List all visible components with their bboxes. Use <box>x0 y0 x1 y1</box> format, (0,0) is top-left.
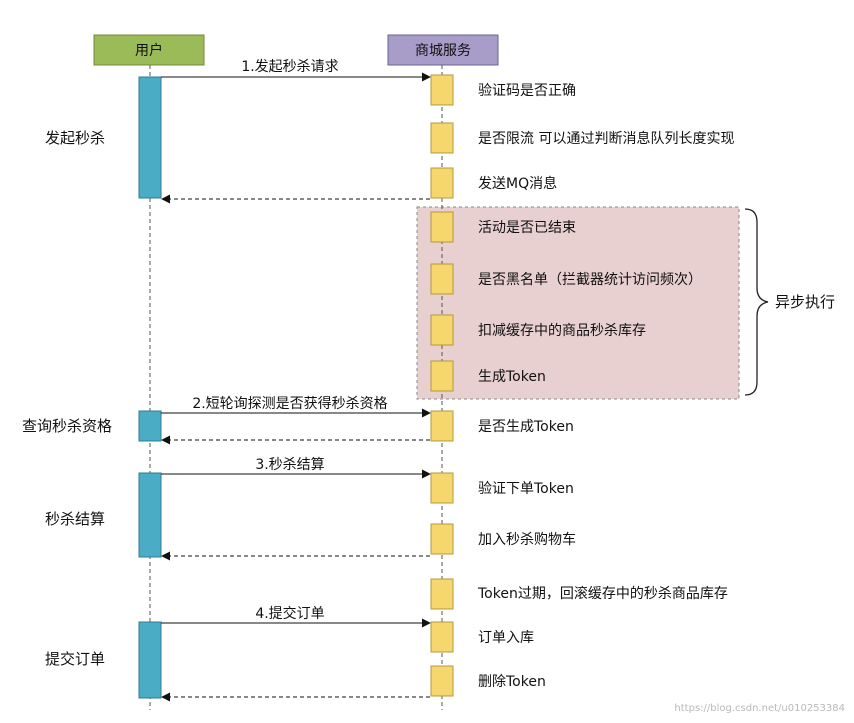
service-step-box <box>430 211 454 243</box>
step-text: 是否限流 可以通过判断消息队列长度实现 <box>478 130 734 147</box>
service-step-box <box>430 472 454 504</box>
user-activation-bar <box>138 410 162 442</box>
message-label: 1.发起秒杀请求 <box>241 59 338 75</box>
service-step-box <box>430 122 454 154</box>
step-text: 生成Token <box>478 369 546 385</box>
phase-label: 提交订单 <box>45 650 105 668</box>
message-label: 3.秒杀结算 <box>255 457 324 473</box>
step-text: 订单入库 <box>478 630 534 646</box>
step-text: Token过期，回滚缓存中的秒杀商品库存 <box>477 585 728 602</box>
user-activation-bar <box>138 76 162 199</box>
async-label: 异步执行 <box>775 293 835 311</box>
service-step-box <box>430 578 454 610</box>
service-step-box <box>430 74 454 106</box>
user-header-box <box>93 34 205 66</box>
user-activation-bar <box>138 472 162 558</box>
service-header-label: 商城服务 <box>415 43 471 59</box>
service-step-box <box>430 263 454 295</box>
service-step-box <box>430 523 454 555</box>
step-text: 删除Token <box>478 674 546 690</box>
service-step-box <box>430 621 454 653</box>
service-step-box <box>430 360 454 392</box>
message-label: 2.短轮询探测是否获得秒杀资格 <box>192 395 387 412</box>
step-text: 加入秒杀购物车 <box>478 531 576 548</box>
service-header-box <box>387 34 499 66</box>
user-activation-bar <box>138 621 162 699</box>
step-text: 活动是否已结束 <box>478 220 576 236</box>
service-step-box <box>430 410 454 442</box>
step-text: 是否生成Token <box>478 419 574 435</box>
step-text: 验证码是否正确 <box>478 83 576 99</box>
step-text: 是否黑名单（拦截器统计访问频次） <box>478 272 702 288</box>
watermark: https://blog.csdn.net/u010253384 <box>674 703 845 714</box>
service-step-box <box>430 665 454 697</box>
async-brace <box>744 208 769 396</box>
user-header-label: 用户 <box>135 42 163 59</box>
phase-label: 发起秒杀 <box>45 129 105 147</box>
async-region <box>416 206 740 400</box>
step-text: 验证下单Token <box>478 481 574 497</box>
step-text: 扣减缓存中的商品秒杀库存 <box>478 323 646 339</box>
service-step-box <box>430 314 454 346</box>
step-text: 发送MQ消息 <box>478 175 557 192</box>
service-step-box <box>430 167 454 199</box>
phase-label: 查询秒杀资格 <box>22 417 112 435</box>
phase-label: 秒杀结算 <box>45 510 105 528</box>
message-label: 4.提交订单 <box>255 605 324 622</box>
